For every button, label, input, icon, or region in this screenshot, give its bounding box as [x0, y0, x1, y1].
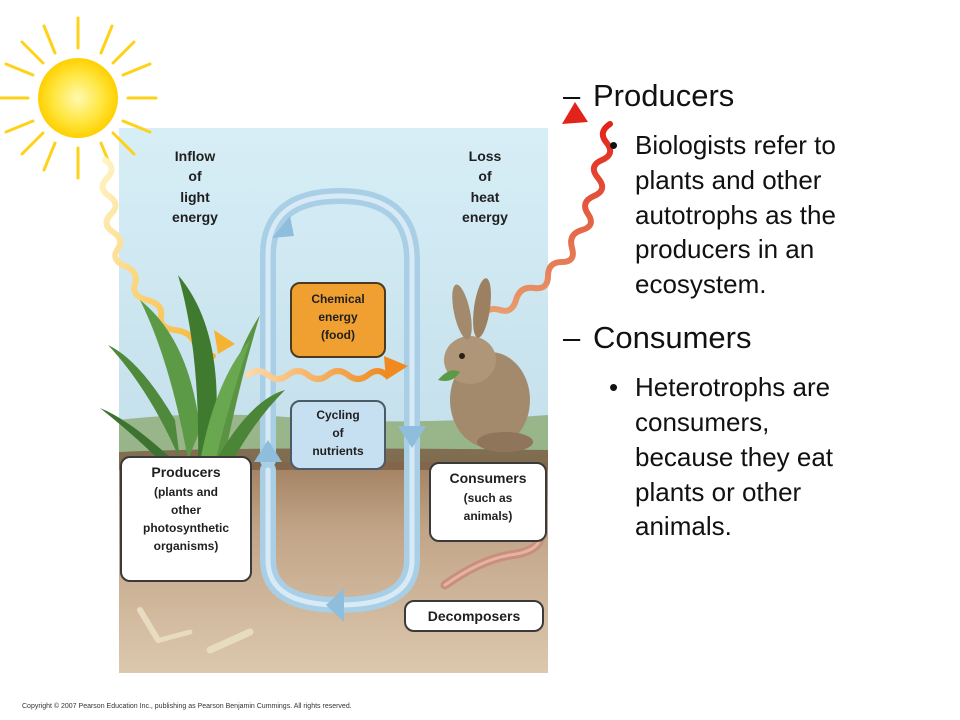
bullet-consumers-definition: • Heterotrophs are consumers, because th…: [609, 372, 834, 542]
heading-producers: –Producers: [563, 78, 735, 113]
chemical-energy-box: Chemical energy (food): [290, 282, 386, 358]
bullet-producers-definition: • Biologists refer to plants and other a…: [609, 130, 836, 300]
heat-energy-arrow: [475, 102, 614, 321]
decomposers-box: Decomposers: [404, 600, 544, 632]
bullet-list: –Producers • Biologists refer to plants …: [563, 78, 943, 562]
consumers-box: Consumers (such as animals): [429, 462, 547, 542]
sun-icon: [0, 16, 158, 180]
label-inflow-light-energy: Inflow of light energy: [172, 148, 218, 225]
producers-box: Producers (plants and other photosynthet…: [120, 456, 252, 582]
chemical-energy-arrow: [245, 356, 408, 382]
light-energy-arrow: [99, 157, 235, 359]
heading-consumers: –Consumers: [563, 320, 752, 356]
bones-icon: [137, 607, 254, 654]
plant-icon: [100, 275, 285, 466]
copyright-notice: Copyright © 2007 Pearson Education Inc.,…: [22, 703, 352, 710]
rabbit-icon: [438, 278, 533, 452]
label-loss-heat-energy: Loss of heat energy: [462, 148, 508, 225]
cycling-nutrients-box: Cycling of nutrients: [290, 400, 386, 470]
